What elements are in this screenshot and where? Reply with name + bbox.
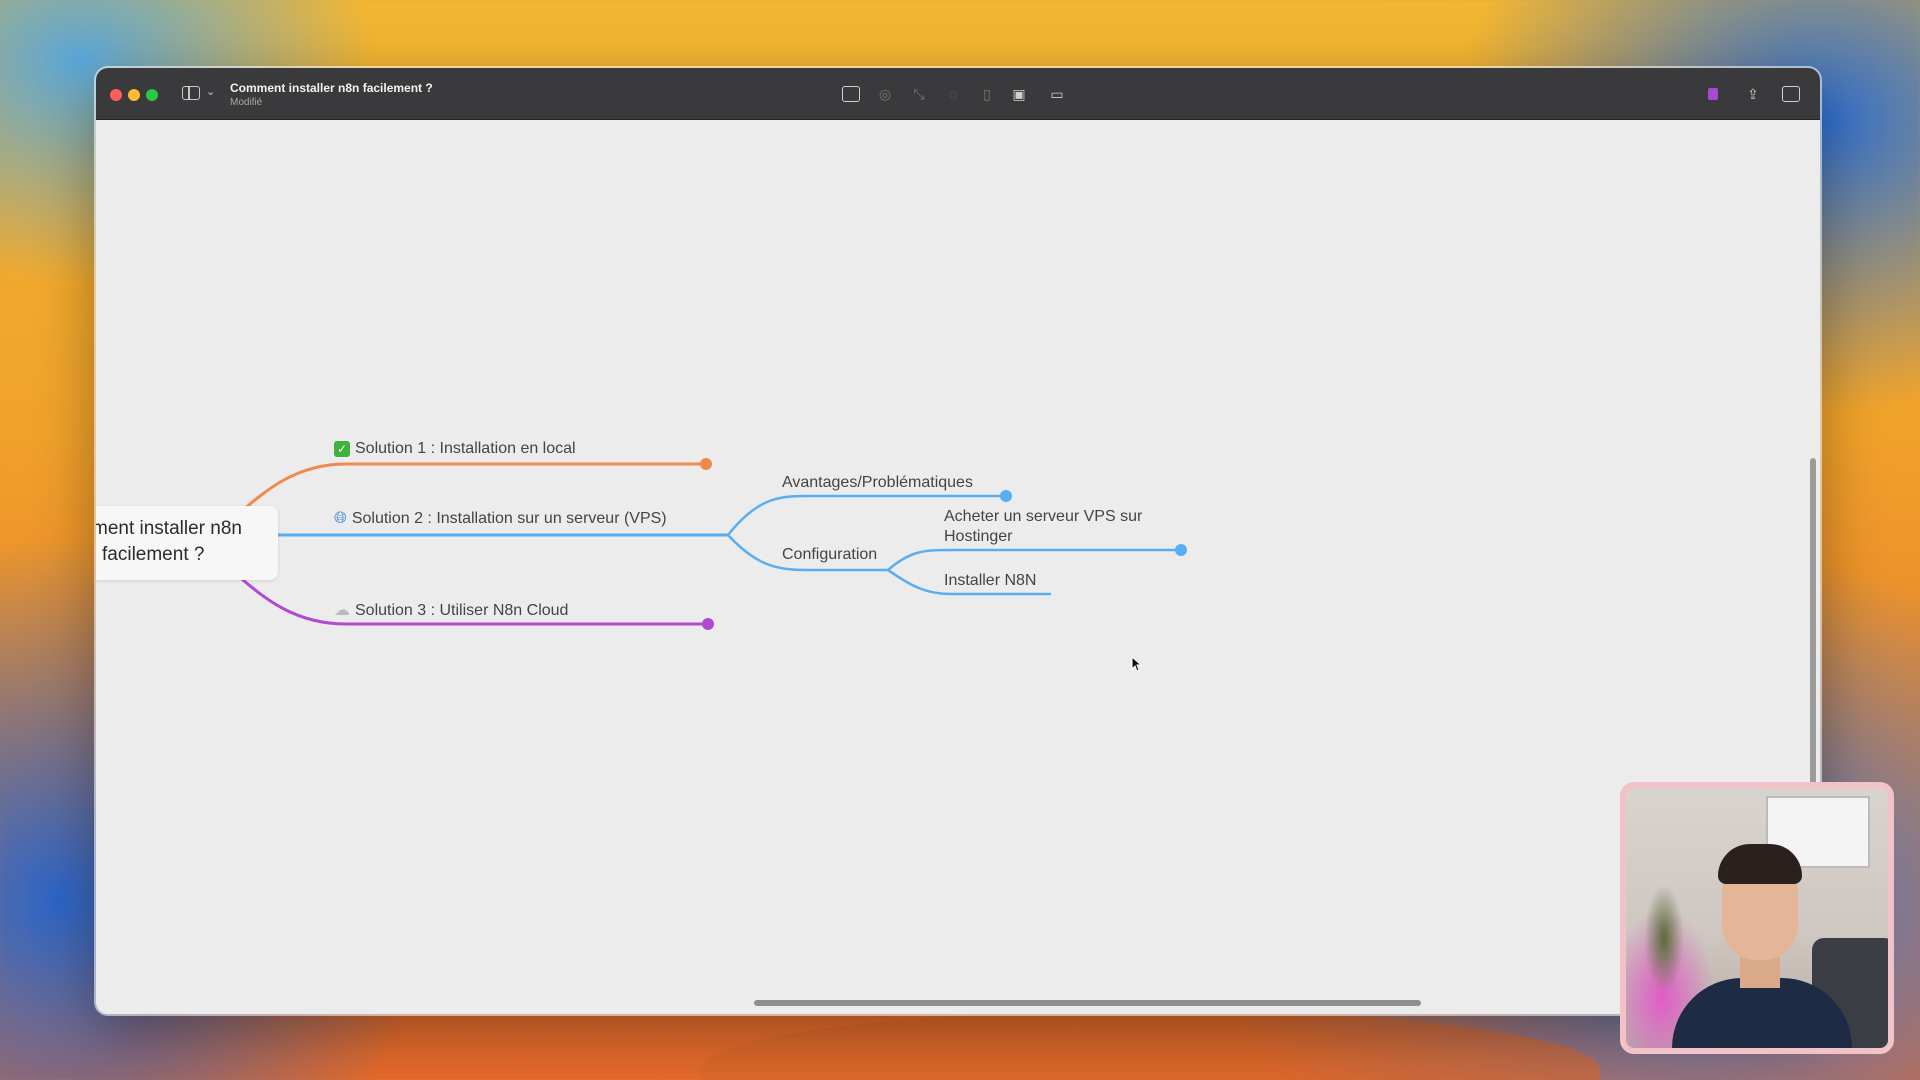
task-icon[interactable]: ◎ <box>878 86 892 102</box>
collapse-handle-solution-1 <box>700 458 712 470</box>
boundary-icon[interactable]: ◌ <box>948 86 958 102</box>
branch-line-install-n8n <box>887 568 1051 596</box>
branch-line-buy-vps <box>887 548 1181 571</box>
cloud-icon: ☁ <box>334 602 350 619</box>
collapse-handle-solution-3 <box>702 618 714 630</box>
subtopic-buy-vps-line-2: Hostinger <box>944 528 1013 545</box>
topic-solution-3-label: Solution 3 : Utiliser N8n Cloud <box>355 602 569 619</box>
app-window: ⌄ Comment installer n8n facilement ? Mod… <box>96 68 1820 1014</box>
wallpaper-wave <box>700 1010 1600 1080</box>
outline-view-icon[interactable]: ▭ <box>1050 86 1064 102</box>
webcam-overlay <box>1620 782 1894 1054</box>
inspector-icon[interactable] <box>1782 86 1800 102</box>
topic-solution-1-label: Solution 1 : Installation en local <box>355 440 576 457</box>
subtopic-install-n8n[interactable]: Installer N8N <box>944 572 1037 589</box>
chevron-down-icon[interactable]: ⌄ <box>206 86 216 98</box>
globe-icon: 🌐︎ <box>334 510 347 527</box>
topic-solution-2-label: Solution 2 : Installation sur un serveur… <box>351 510 667 527</box>
title-bar: ⌄ Comment installer n8n facilement ? Mod… <box>96 68 1820 120</box>
topic-solution-1[interactable]: ✓ Solution 1 : Installation en local <box>334 440 576 458</box>
branch-line-configuration <box>727 534 888 572</box>
close-window-button[interactable] <box>110 89 122 101</box>
tag-icon[interactable] <box>1708 88 1718 100</box>
central-topic-line-2: facilement ? <box>102 544 205 565</box>
subtopic-configuration[interactable]: Configuration <box>782 546 878 563</box>
vertical-scrollbar[interactable] <box>1810 458 1816 878</box>
minimize-window-button[interactable] <box>128 89 140 101</box>
mindmap-canvas[interactable]: ment installer n8n facilement ? ✓ Solutio… <box>96 120 1820 1014</box>
check-icon: ✓ <box>334 441 350 457</box>
presenter-body <box>1672 978 1852 1048</box>
sidebar-icon[interactable] <box>182 86 200 100</box>
document-status: Modifié <box>230 97 263 108</box>
subtopic-advantages[interactable]: Avantages/Problématiques <box>782 474 973 491</box>
branch-line-advantages <box>727 494 1006 536</box>
zoom-window-button[interactable] <box>146 89 158 101</box>
collapse-handle-buy-vps <box>1175 544 1187 556</box>
horizontal-scrollbar[interactable] <box>754 1000 1421 1006</box>
branch-line-solution-1 <box>235 462 706 518</box>
plant <box>1644 884 1684 994</box>
insert-icon[interactable] <box>842 86 860 102</box>
collapse-handle-advantages <box>1000 490 1012 502</box>
document-title: Comment installer n8n facilement ? <box>230 81 433 95</box>
note-icon[interactable]: ▯ <box>983 86 991 102</box>
topic-solution-3[interactable]: ☁ Solution 3 : Utiliser N8n Cloud <box>334 600 568 620</box>
mindmap-connectors <box>235 458 1187 630</box>
subtopic-buy-vps-line-1: Acheter un serveur VPS sur <box>944 508 1143 525</box>
central-topic[interactable]: ment installer n8n facilement ? <box>96 506 278 580</box>
presenter-hair <box>1718 844 1802 884</box>
share-icon[interactable]: ⇪ <box>1747 86 1759 102</box>
image-icon[interactable]: ▣ <box>1012 86 1026 102</box>
relationship-icon[interactable]: ⤡ <box>913 86 925 102</box>
mouse-pointer-icon <box>1131 655 1143 677</box>
branch-line-solution-3 <box>235 572 708 626</box>
subtopic-buy-vps[interactable]: Acheter un serveur VPS sur Hostinger <box>944 508 1142 546</box>
topic-solution-2[interactable]: 🌐︎Solution 2 : Installation sur un serve… <box>334 510 667 528</box>
central-topic-line-1: ment installer n8n <box>96 518 242 539</box>
